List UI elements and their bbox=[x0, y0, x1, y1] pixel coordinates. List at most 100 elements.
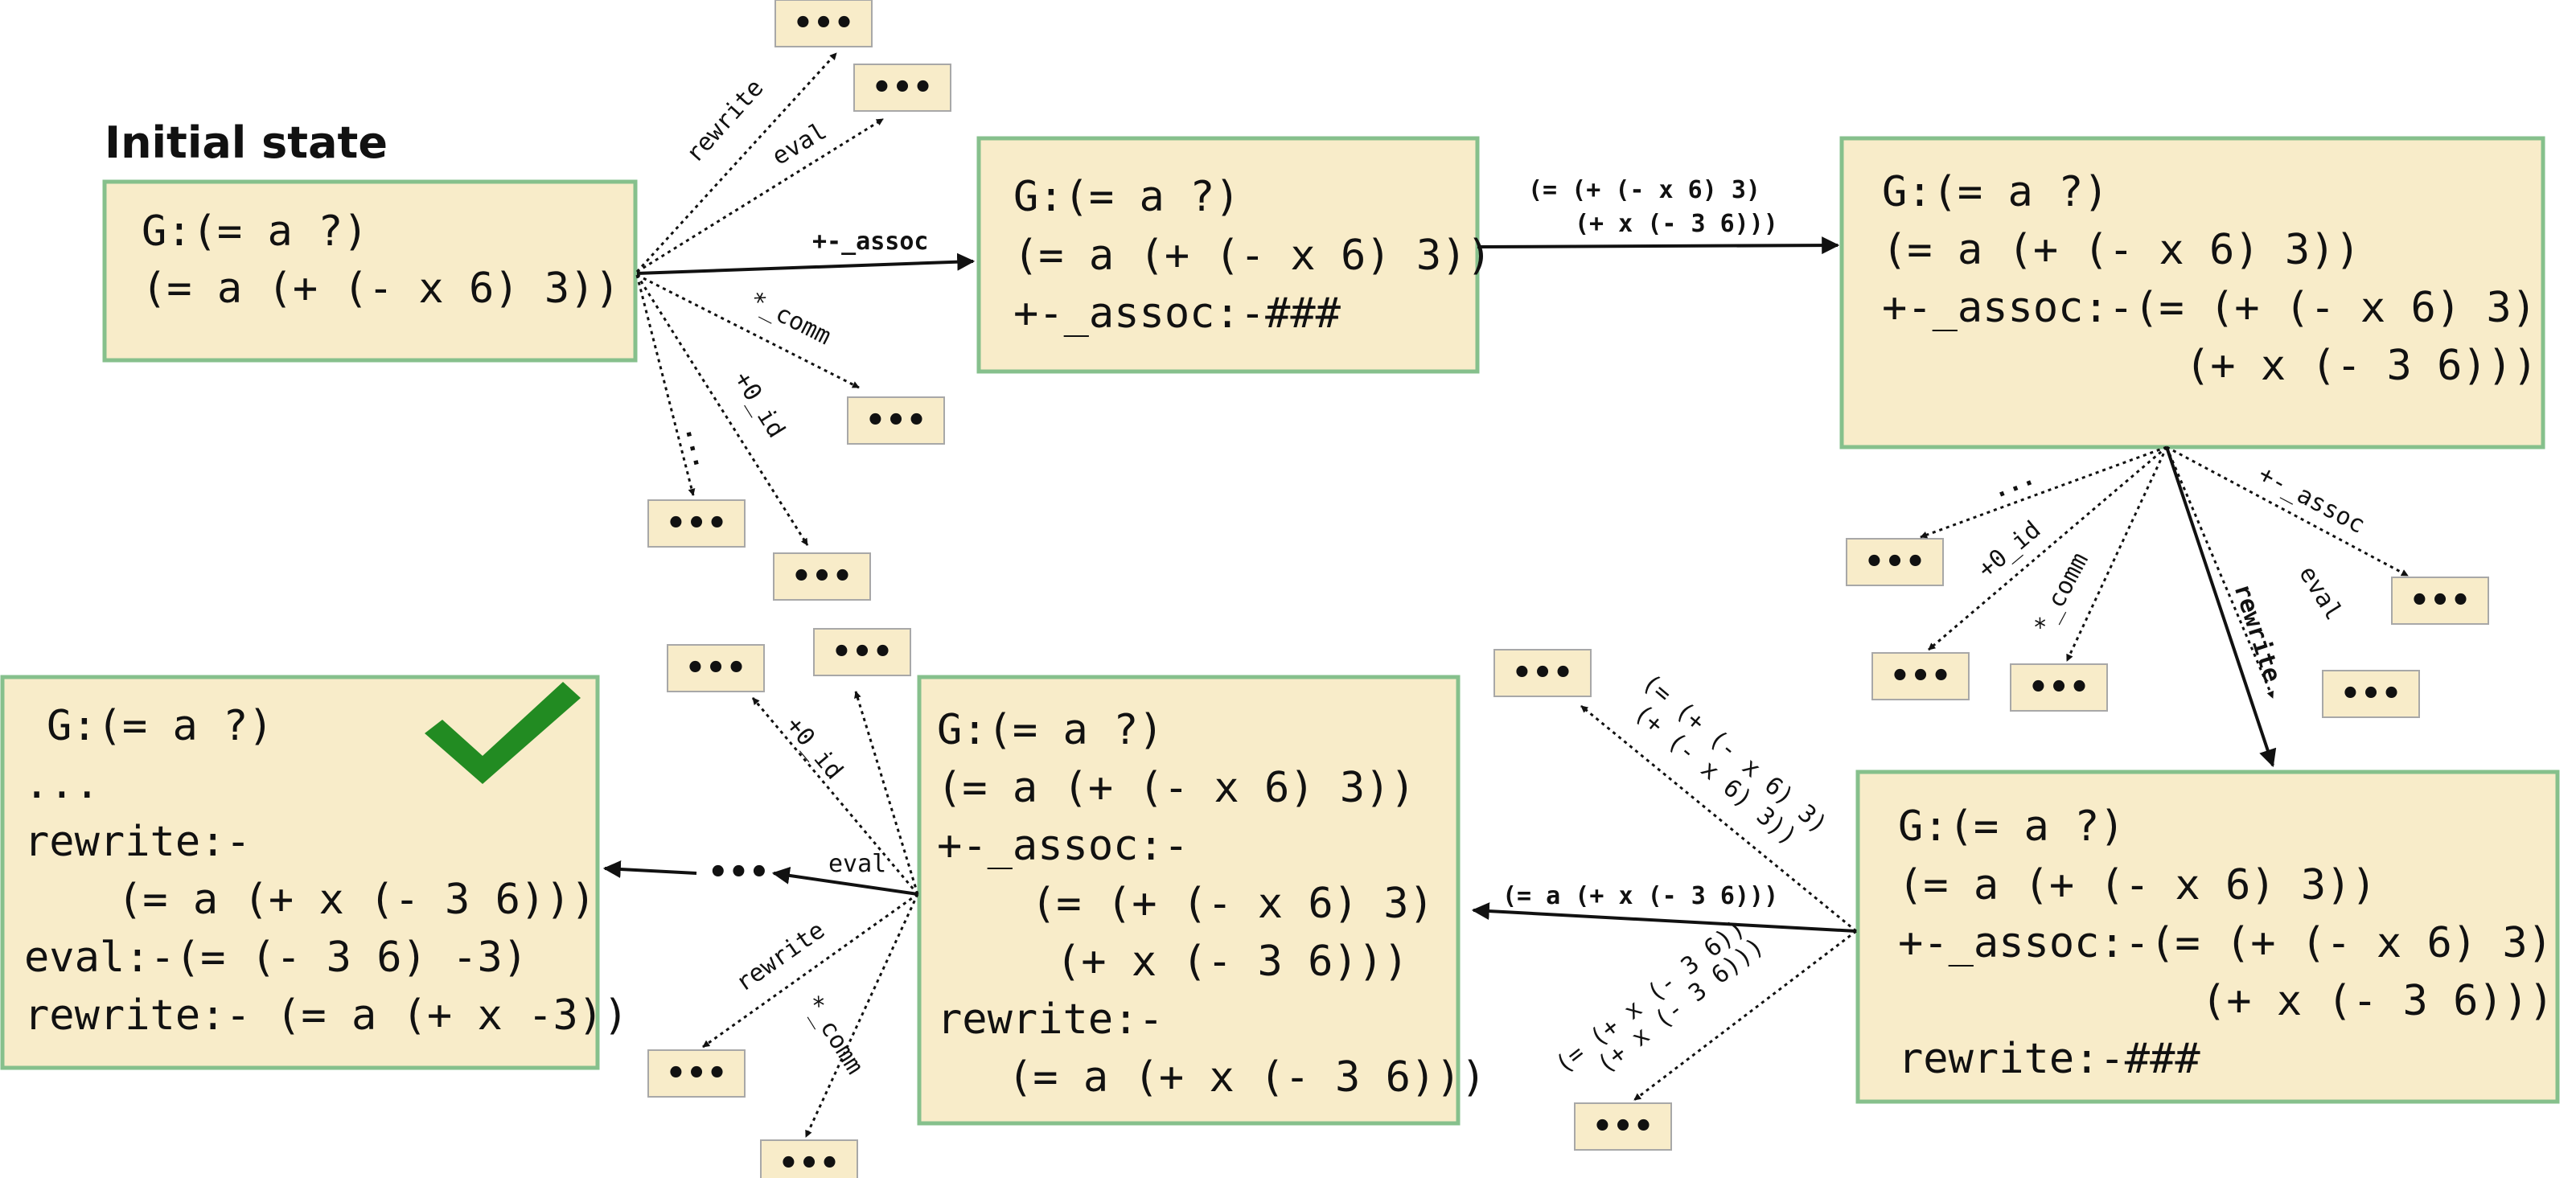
edge-zero-id bbox=[1928, 445, 2167, 651]
placeholder-box: ••• bbox=[773, 552, 871, 601]
state-box-assoc-pending: G:(= a ?) (= a (+ (- x 6) 3)) +-_assoc:-… bbox=[976, 136, 1492, 374]
edge-comm bbox=[2065, 446, 2168, 662]
placeholder-box: ••• bbox=[760, 1139, 858, 1178]
state-line: +-_assoc:-### bbox=[1013, 289, 1341, 338]
state-line: G:(= a ?) bbox=[142, 207, 368, 256]
placeholder-dots: ••• bbox=[832, 634, 894, 671]
edge-comm bbox=[804, 893, 919, 1138]
placeholder-dots: ••• bbox=[1890, 658, 1952, 695]
state-line: (= a (+ x (- 3 6))) bbox=[117, 876, 596, 924]
state-line: ... bbox=[24, 760, 100, 808]
ellipsis-node: ••• bbox=[708, 854, 770, 891]
placeholder-dots: ••• bbox=[685, 650, 747, 687]
edge-up bbox=[1580, 704, 1857, 933]
placeholder-dots: ••• bbox=[791, 558, 853, 595]
placeholder-dots: ••• bbox=[1864, 544, 1926, 581]
placeholder-dots: ••• bbox=[1512, 655, 1574, 692]
edge-label: ... bbox=[1988, 462, 2039, 505]
state-line: eval:-(= (- 3 6) -3) bbox=[24, 934, 528, 982]
edge-label: +0_id bbox=[1973, 515, 2047, 584]
placeholder-box: ••• bbox=[847, 396, 945, 445]
edge-ellipsis bbox=[635, 274, 696, 496]
placeholder-dots: ••• bbox=[779, 1145, 840, 1178]
edge-zero-id bbox=[635, 274, 809, 546]
state-line: (= a (+ (- x 6) 3)) bbox=[1013, 232, 1492, 280]
state-box-initial: G:(= a ?) (= a (+ (- x 6) 3)) bbox=[102, 179, 638, 363]
edge-label: eval bbox=[767, 117, 832, 171]
edge-label: (= (+ (- x 6) 3) bbox=[1637, 668, 1833, 839]
edge-label: ... bbox=[679, 422, 717, 471]
placeholder-box: ••• bbox=[647, 499, 746, 548]
state-line: (+ x (- 3 6))) bbox=[2185, 342, 2537, 390]
placeholder-box: ••• bbox=[2010, 663, 2108, 712]
state-line: (= a (+ x (- 3 6))) bbox=[1008, 1053, 1486, 1102]
edge-label: (+ x (- 3 6))) bbox=[1575, 210, 1778, 238]
placeholder-dots: ••• bbox=[666, 505, 728, 542]
edge-label: rewrite bbox=[731, 916, 831, 997]
state-line: rewrite:- bbox=[937, 995, 1164, 1044]
edge-assoc-main bbox=[636, 252, 976, 275]
state-box-final: G:(= a ?) ... rewrite:- (= a (+ x (- 3 6… bbox=[0, 675, 628, 1070]
edge-label: (= a (+ x (- 3 6))) bbox=[1502, 882, 1778, 910]
edge-label: +-_assoc bbox=[2253, 460, 2369, 540]
placeholder-box: ••• bbox=[774, 0, 873, 47]
edge-down bbox=[1633, 930, 1857, 1102]
edge-assoc bbox=[2166, 445, 2409, 577]
state-line: (+ x (- 3 6))) bbox=[2201, 977, 2553, 1025]
state-line: (= a (+ (- x 6) 3)) bbox=[142, 265, 620, 313]
edge-eval bbox=[2165, 446, 2274, 699]
placeholder-box: ••• bbox=[853, 64, 951, 112]
check-icon bbox=[425, 682, 581, 784]
state-line: +-_assoc:-(= (+ (- x 6) 3) bbox=[1882, 284, 2537, 332]
state-line: G:(= a ?) bbox=[1882, 168, 2109, 216]
edge-label: (= (+ x (- 3 6)) bbox=[1550, 914, 1750, 1079]
state-line: (= (+ (- x 6) 3) bbox=[1031, 880, 1434, 928]
state-line: (= a (+ (- x 6) 3)) bbox=[937, 764, 1415, 812]
edge-comm bbox=[636, 273, 860, 389]
placeholder-dots: ••• bbox=[872, 69, 934, 106]
state-box-rewrite-done: G:(= a ?) (= a (+ (- x 6) 3)) +-_assoc:-… bbox=[917, 675, 1486, 1126]
placeholder-dots: ••• bbox=[1592, 1108, 1654, 1145]
edge-label: eval bbox=[828, 850, 886, 878]
edge-label: rewrite bbox=[2228, 581, 2286, 686]
edge-eval-main bbox=[771, 866, 918, 896]
placeholder-dots: ••• bbox=[2410, 582, 2471, 619]
placeholder-box: ••• bbox=[1871, 652, 1970, 700]
placeholder-dots: ••• bbox=[793, 5, 855, 42]
placeholder-dots: ••• bbox=[865, 402, 927, 439]
edge-rewrite bbox=[702, 893, 918, 1049]
edge-rewrite-main bbox=[2165, 446, 2277, 768]
edge-up bbox=[854, 691, 919, 895]
placeholder-box: ••• bbox=[813, 628, 911, 676]
state-box-rewrite-pending: G:(= a ?) (= a (+ (- x 6) 3)) +-_assoc:-… bbox=[1855, 770, 2560, 1104]
placeholder-box: ••• bbox=[1493, 649, 1592, 697]
edge-s4-s5 bbox=[1471, 902, 1857, 933]
state-line: rewrite:- bbox=[24, 818, 251, 866]
state-line: rewrite:-### bbox=[1898, 1035, 2200, 1083]
state-line: G:(= a ?) bbox=[1013, 173, 1240, 221]
edge-label: (= (+ (- x 6) 3) bbox=[1528, 176, 1760, 204]
edge-label: *_comm bbox=[745, 286, 835, 351]
edge-label: +0_id bbox=[780, 712, 848, 786]
placeholder-box: ••• bbox=[2322, 670, 2420, 718]
state-box-assoc-done: G:(= a ?) (= a (+ (- x 6) 3)) +-_assoc:-… bbox=[1839, 136, 2545, 449]
edge-rewrite bbox=[635, 51, 838, 273]
placeholder-box: ••• bbox=[647, 1049, 746, 1098]
placeholder-box: ••• bbox=[1574, 1102, 1672, 1151]
edge-ellipsis bbox=[1920, 445, 2167, 539]
placeholder-dots: ••• bbox=[2028, 669, 2090, 706]
state-line: (= a (+ (- x 6) 3)) bbox=[1882, 226, 2360, 274]
placeholder-box: ••• bbox=[2391, 577, 2489, 625]
edge-label: eval bbox=[2293, 561, 2348, 626]
edge-label: +0_id bbox=[728, 367, 791, 443]
edge-label: rewrite bbox=[680, 74, 770, 168]
page-title: Initial state bbox=[105, 117, 388, 168]
state-line: +-_assoc:- bbox=[937, 822, 1189, 870]
edge-label: *_comm bbox=[799, 991, 869, 1079]
state-line: G:(= a ?) bbox=[1898, 802, 2125, 851]
placeholder-dots: ••• bbox=[666, 1055, 728, 1092]
state-line: (= a (+ (- x 6) 3)) bbox=[1898, 861, 2377, 909]
placeholder-box: ••• bbox=[1846, 538, 1944, 586]
state-line: (+ x (- 3 6))) bbox=[1056, 938, 1408, 986]
